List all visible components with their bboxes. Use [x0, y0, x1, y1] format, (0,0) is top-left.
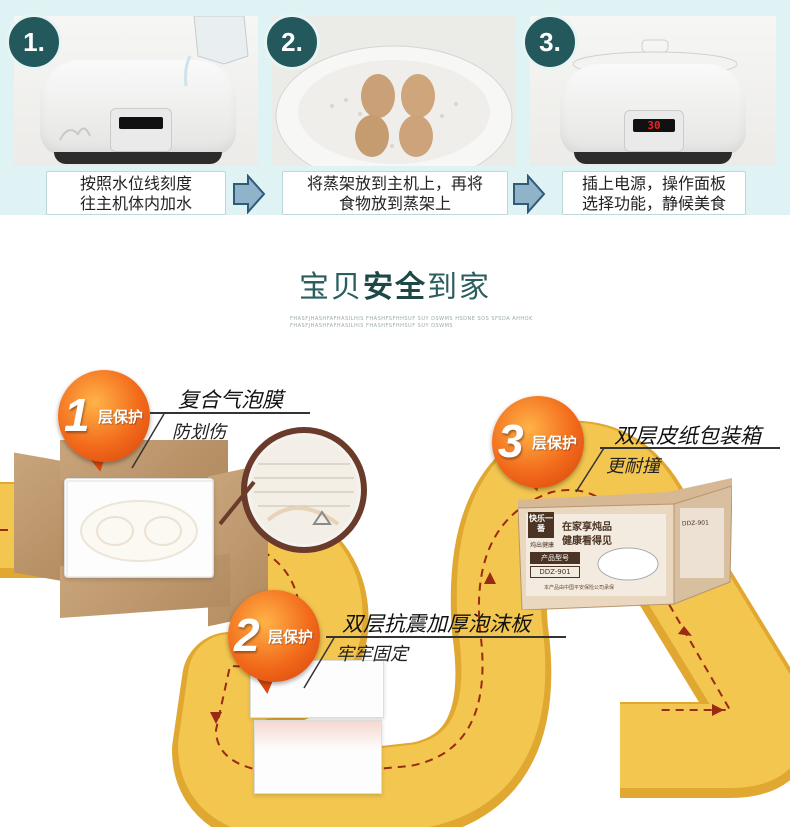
carton-brand-logo: 快乐一番 — [528, 512, 554, 538]
cooker-base — [54, 152, 222, 164]
title-part: 宝贝 — [299, 270, 363, 305]
winding-road-illustration — [0, 420, 790, 827]
carton-model: DDZ-901 — [530, 566, 580, 578]
title-underline — [600, 447, 780, 449]
layer-2-title: 双层抗震加厚泡沫板 — [342, 612, 531, 636]
pointer-line — [131, 413, 165, 469]
step-1-number: 1. — [6, 14, 62, 70]
section-title: 宝贝安全到家 — [0, 262, 790, 306]
badge-number: 3 — [498, 415, 524, 467]
decorative-tiny-text: FHASFJHASHFAFHASILHIS FHASHFSFHHSUF SUY … — [290, 316, 533, 322]
layer-1-title: 复合气泡膜 — [178, 388, 283, 412]
layer-3-badge: 3 层保护 — [492, 396, 584, 488]
cooker-base — [574, 152, 732, 164]
carton-box-illustration — [518, 478, 732, 610]
layer-2-badge: 2 层保护 — [228, 590, 320, 682]
decorative-tiny-text: FHASFJHASHFAFHASILHIS FHASHFSFHHSUF SUY … — [290, 323, 454, 329]
badge-text: 层保护 — [532, 434, 578, 452]
pointer-line — [575, 447, 605, 493]
layer-2-subtitle: 牢牢固定 — [336, 644, 408, 665]
carton-brand: 快乐一番 — [529, 514, 553, 533]
badge-number: 1 — [64, 389, 90, 441]
badge-text: 层保护 — [268, 628, 314, 646]
instruction-strip: 1. 2. — [0, 0, 790, 215]
badge-text: 层保护 — [98, 408, 144, 426]
title-underline — [150, 412, 310, 414]
layer-3-title: 双层皮纸包装箱 — [614, 424, 761, 448]
caption-line: 按照水位线刻度 — [79, 174, 192, 193]
steam-rack-illustration — [272, 16, 516, 166]
step-3-number: 3. — [522, 14, 578, 70]
connector-line — [218, 480, 256, 526]
water-pitcher-icon — [184, 16, 249, 86]
control-panel: 30 — [624, 110, 684, 152]
next-arrow-icon — [513, 174, 546, 214]
next-arrow-icon — [233, 174, 266, 214]
title-bold-part: 安全 — [363, 270, 427, 305]
caption-line: 往主机体内加水 — [79, 194, 192, 213]
carton-footer: 本产品由中国平安保险公司承保 — [544, 585, 615, 591]
carton-slogan: 健康看得见 — [562, 536, 612, 547]
carton-slogan: 在家享炖品 — [562, 522, 612, 533]
title-underline — [326, 636, 566, 638]
pointer-line — [303, 637, 335, 689]
lcd-display: 30 — [633, 119, 675, 132]
carton-model-label: 产品型号 — [530, 552, 580, 564]
badge-number: 2 — [234, 609, 260, 661]
layer-1-subtitle: 防划伤 — [172, 422, 226, 443]
foam-insert — [64, 478, 214, 578]
caption-line: 选择功能，静候美食 — [581, 194, 726, 213]
flower-decoration-icon — [59, 127, 91, 141]
bubble-wrapped-pot-icon — [66, 480, 214, 578]
step-3-caption: 插上电源，操作面板 选择功能，静候美食 — [562, 171, 746, 215]
layer-3-subtitle: 更耐撞 — [606, 456, 660, 477]
caption-line: 食物放到蒸架上 — [338, 194, 451, 213]
step-1-image — [14, 16, 258, 166]
step-2-number: 2. — [264, 14, 320, 70]
step-2-caption: 将蒸架放到主机上，再将 食物放到蒸架上 — [282, 171, 508, 215]
section-header: 宝贝安全到家 — [0, 262, 790, 306]
carton-brand-sub: 炖出健康 — [530, 542, 555, 549]
step-3-image: 30 — [530, 16, 776, 166]
caption-line: 插上电源，操作面板 — [581, 174, 726, 193]
layer-1-badge: 1 层保护 — [58, 370, 150, 462]
caption-line: 将蒸架放到主机上，再将 — [306, 174, 483, 193]
title-part: 到家 — [427, 270, 491, 305]
carton-side-model: DDZ-901 — [681, 519, 709, 528]
lcd-display — [119, 117, 163, 129]
step-1-caption: 按照水位线刻度 往主机体内加水 — [46, 171, 226, 215]
control-panel — [110, 108, 172, 152]
foam-board-bottom — [254, 720, 382, 794]
magnifier-circle-icon — [241, 427, 367, 553]
